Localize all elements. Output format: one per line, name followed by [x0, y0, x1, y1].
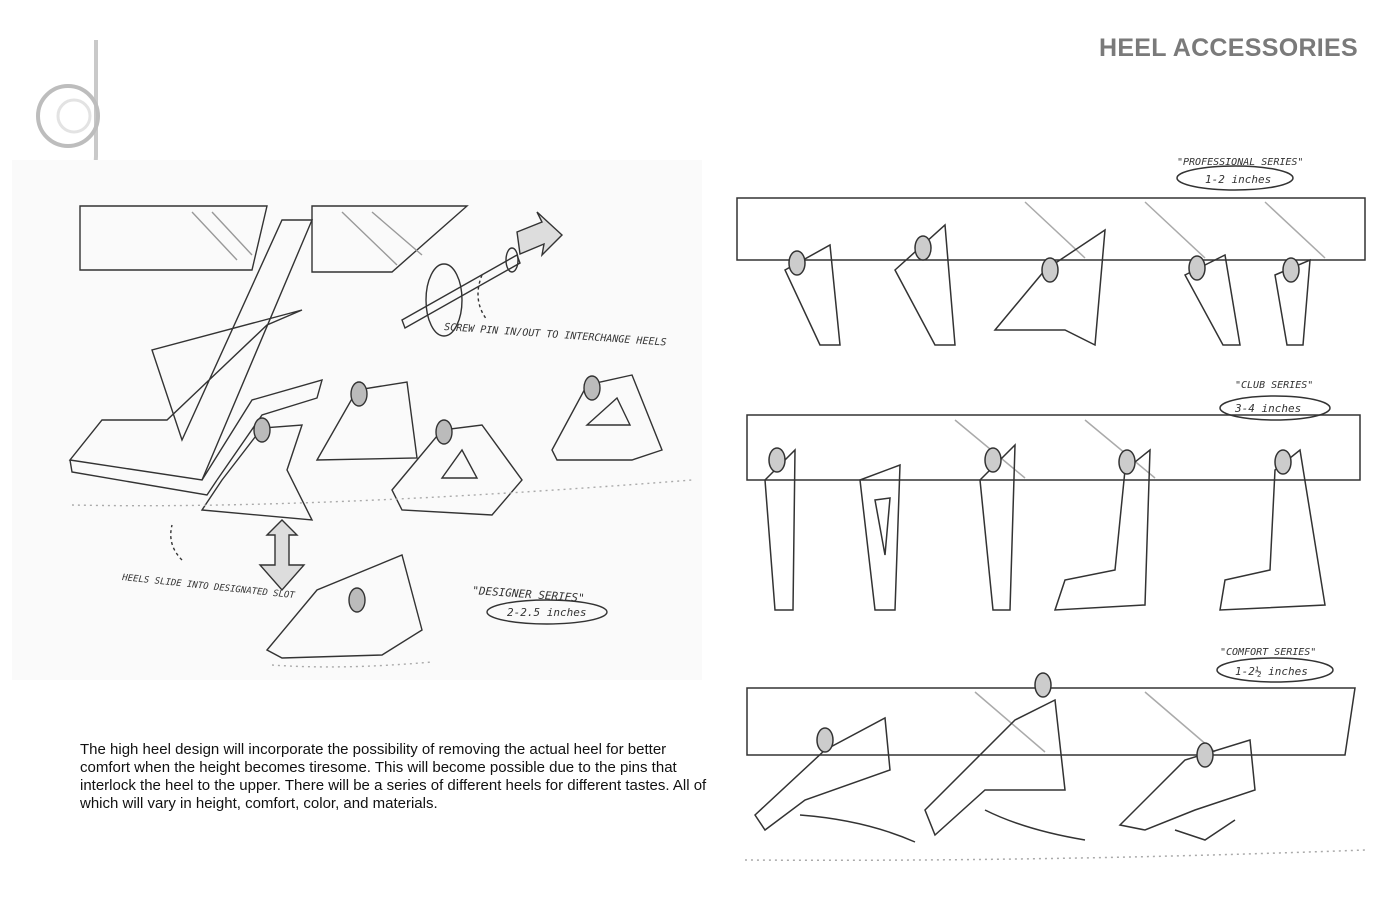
comfort-series-height: 1-2½ inches: [1235, 665, 1308, 678]
comfort-series-name: "COMFORT SERIES": [1220, 647, 1316, 658]
brand-logo: [36, 40, 100, 176]
professional-series-height: 1-2 inches: [1205, 173, 1271, 186]
designer-series-sketch: SCREW PIN IN/OUT TO INTERCHANGE HEELS HE…: [12, 160, 702, 680]
designer-series-height: 2-2.5 inches: [507, 606, 586, 619]
club-series-name: "CLUB SERIES": [1235, 380, 1313, 391]
page-title: HEEL ACCESSORIES: [1098, 34, 1358, 62]
club-series-height: 3-4 inches: [1234, 402, 1301, 415]
description-text: The high heel design will incorporate th…: [80, 741, 707, 812]
professional-series-name: "PROFESSIONAL SERIES": [1177, 157, 1303, 168]
heel-series-sketch: "PROFESSIONAL SERIES" 1-2 inches "CLUB S…: [736, 157, 1366, 862]
